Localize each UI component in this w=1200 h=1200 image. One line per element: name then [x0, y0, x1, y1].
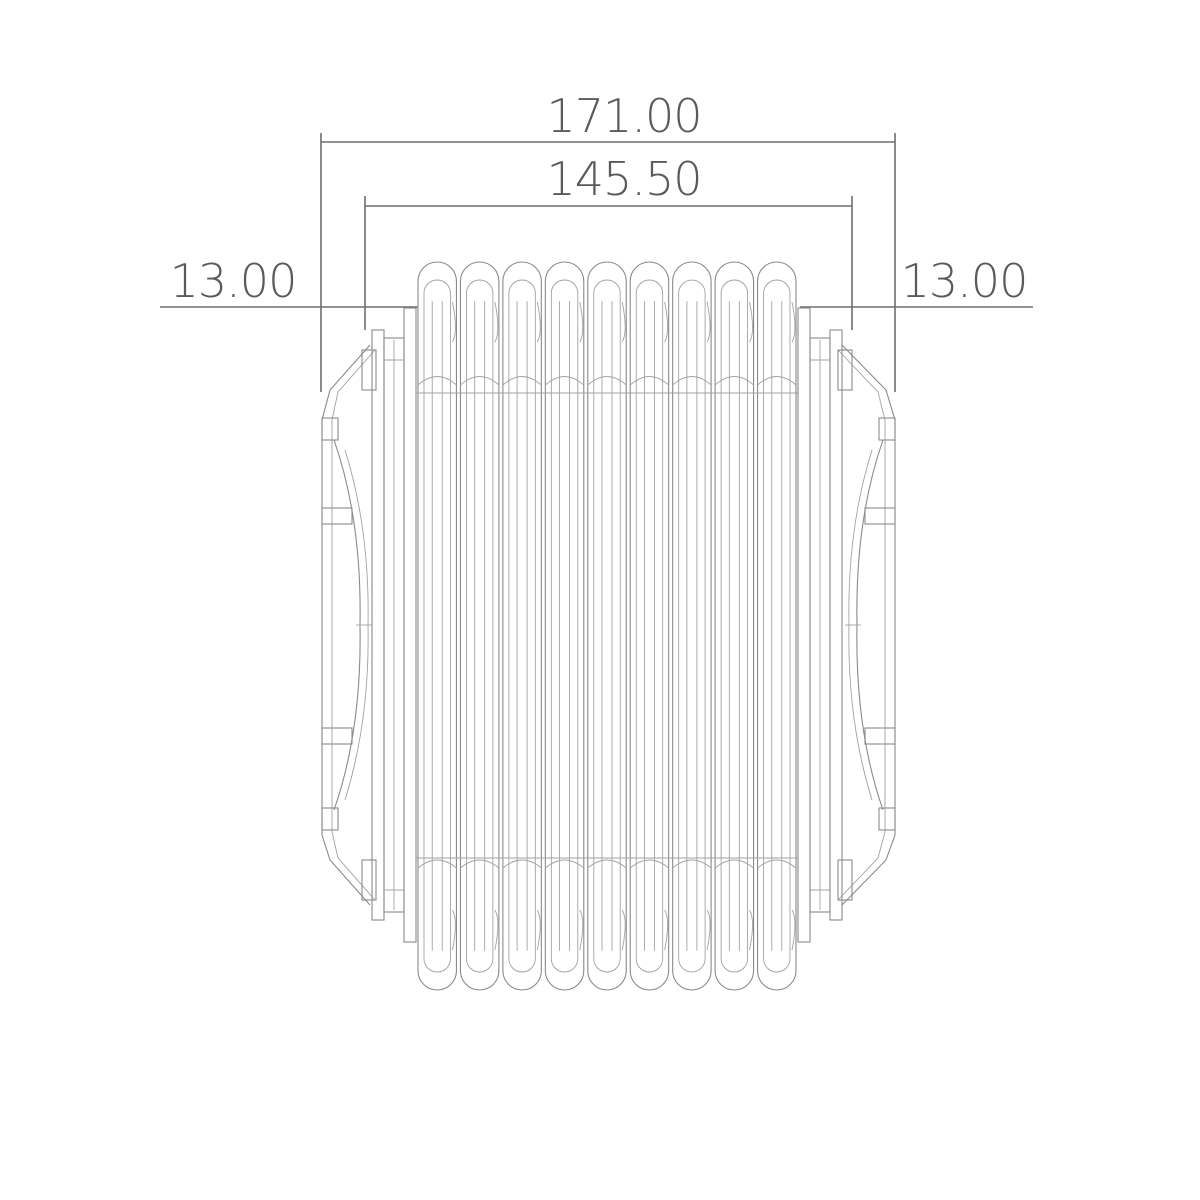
bellows-valley-top: [621, 301, 626, 343]
bellows-ridge: [544, 261, 585, 991]
bellows-valley-bottom: [494, 909, 499, 951]
bellows-scallop-top: [460, 376, 500, 386]
bellows-valley-top: [536, 301, 541, 343]
bellows-valley-bottom: [749, 909, 754, 951]
bellows-ridge-inner: [593, 279, 621, 973]
bellows-valley-bottom: [706, 909, 711, 951]
bellows-valley-top: [579, 301, 584, 343]
bellows-ridge-inner: [423, 279, 451, 973]
bellows-valley-bottom: [579, 909, 584, 951]
bellows-scallop-top: [714, 376, 754, 386]
bellows-body: [416, 261, 798, 991]
bellows-scallop-bottom: [460, 859, 500, 869]
bellows-ridge: [629, 261, 670, 991]
dimension-right-flange: 13.00: [800, 254, 1033, 308]
bellows-scallop-bottom: [545, 859, 585, 869]
bellows-ridge-inner: [508, 279, 536, 973]
bellows-scallop-top: [757, 376, 797, 386]
bellows-scallop-bottom: [502, 859, 542, 869]
bellows-scallop-top: [417, 376, 457, 386]
bellows-scallop-bottom: [757, 859, 797, 869]
bellows-valley-top: [706, 301, 711, 343]
bellows-ridge-inner: [465, 279, 494, 973]
left-end-cap: [321, 307, 417, 943]
bellows-valley-bottom: [536, 909, 541, 951]
bellows-ridge-inner: [763, 279, 791, 973]
bellows-scallop-top: [629, 376, 669, 386]
bellows-valley-top: [494, 301, 499, 343]
bellows-scallop-top: [587, 376, 627, 386]
bellows-valley-bottom: [452, 909, 456, 951]
right-end-cap: [797, 307, 896, 943]
bellows-scallop-bottom: [629, 859, 669, 869]
bellows-ridge: [417, 261, 457, 991]
bellows-valley-top: [791, 301, 796, 343]
bellows-scallop-bottom: [714, 859, 754, 869]
bellows-valley-top: [452, 301, 456, 343]
bellows-valley-bottom: [791, 909, 796, 951]
dimension-overall-width: 171.00: [320, 89, 896, 392]
dimension-left-flange: 13.00: [160, 254, 418, 308]
bellows-scallop-top: [545, 376, 585, 386]
right-flange-label: 13.00: [901, 254, 1028, 308]
bellows-valley-top: [664, 301, 669, 343]
bellows-valley-bottom: [664, 909, 669, 951]
bellows-scallop-top: [502, 376, 542, 386]
left-flange-label: 13.00: [170, 254, 297, 308]
bellows-scallop-top: [672, 376, 712, 386]
bellows-ridge: [714, 261, 755, 991]
bellows-ridge-inner: [635, 279, 664, 973]
bellows-scallop-bottom: [672, 859, 712, 869]
bellows-ridge: [672, 261, 712, 991]
bellows-scallop-bottom: [587, 859, 627, 869]
inner-width-label: 145.50: [547, 152, 702, 206]
bellows-ridge: [757, 261, 797, 991]
bellows-valley-bottom: [621, 909, 626, 951]
bellows-ridge: [502, 261, 542, 991]
dimension-inner-width: 145.50: [364, 152, 853, 330]
bellows-ridge: [587, 261, 627, 991]
bellows-ridge-inner: [550, 279, 579, 973]
bellows-ridge-inner: [678, 279, 706, 973]
overall-width-label: 171.00: [547, 89, 702, 143]
bellows-scallop-bottom: [417, 859, 457, 869]
bellows-ridge-inner: [720, 279, 749, 973]
bellows-valley-top: [749, 301, 754, 343]
bellows-ridge: [459, 261, 500, 991]
